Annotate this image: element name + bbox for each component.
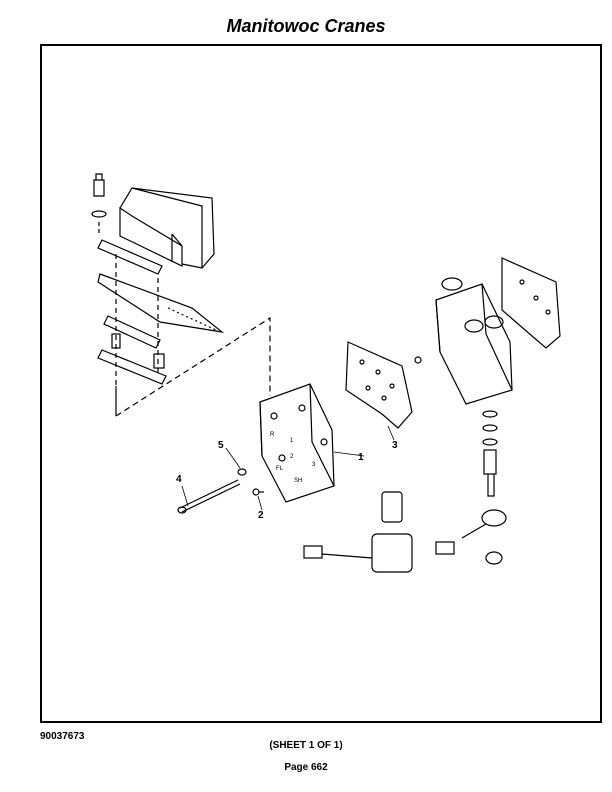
plate-mark-2: 2 [290,454,294,460]
leader-2 [257,495,263,511]
callout-4: 4 [176,474,182,485]
plate-mark-sh: SH [294,478,302,484]
gasket [345,341,413,429]
plate-mark-fl: FL [276,466,284,472]
gasket-right [501,257,561,349]
mounting-bracket-stack [97,239,225,386]
diagram-frame: 1 2 3 4 5 R 1 2 3 FL SH [40,44,602,723]
valve-cover [119,187,215,269]
leader-1 [333,451,365,457]
plate-mark-1: 1 [290,438,294,444]
coil-right [435,509,507,565]
valve-manifold [414,277,513,405]
solenoid-coil [303,491,413,573]
callout-3: 3 [392,440,398,451]
callout-2: 2 [258,510,264,521]
valve-plate [259,383,335,503]
washer-icon [237,468,247,476]
plate-mark-3: 3 [312,462,316,468]
document-number: 90037673 [40,731,85,742]
leader-5 [225,447,241,469]
plate-mark-r: R [270,432,275,438]
page-title: Manitowoc Cranes [226,16,386,36]
leader-4 [181,485,189,507]
screw-icon [252,488,264,496]
parts-diagram: 1 2 3 4 5 R 1 2 3 FL SH [91,173,561,573]
leader-3 [387,425,395,441]
callout-1: 1 [358,452,364,463]
page-number: Page 662 [284,762,328,773]
callout-5: 5 [218,440,224,451]
cartridge-valve [482,410,498,497]
sheet-label: (SHEET 1 OF 1) [269,740,343,751]
assembly-leader-lines [115,316,271,417]
long-bolt-icon [177,479,241,514]
bolt-icon [91,173,107,236]
